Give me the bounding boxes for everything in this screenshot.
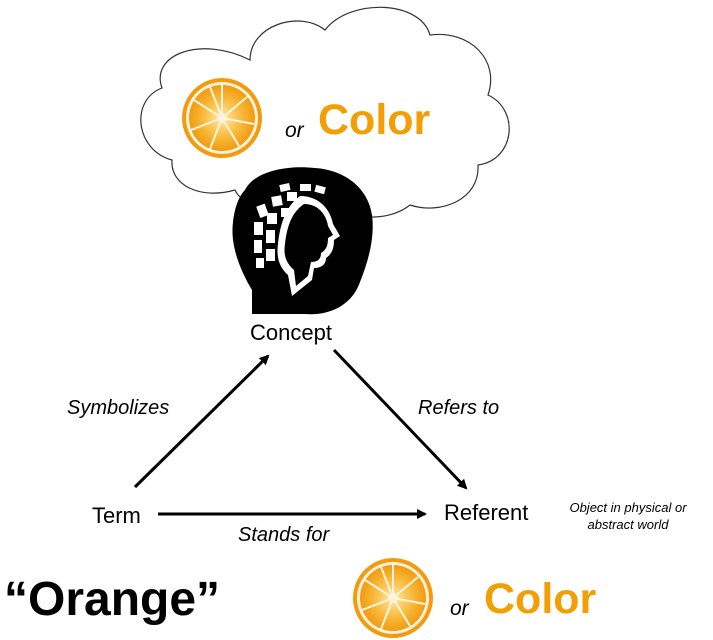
symbolizes-label: Symbolizes	[67, 397, 170, 419]
bottom-or-text: or	[450, 597, 469, 620]
cloud-color-word: Color	[318, 96, 431, 144]
referent-note: Object in physical or abstract world	[558, 499, 698, 533]
orange-slice-icon	[352, 557, 434, 639]
head-brain-icon	[232, 167, 373, 315]
referent-note-line-1: Object in physical or	[569, 500, 687, 515]
orange-slice-icon	[181, 77, 263, 159]
concept-node-label: Concept	[250, 320, 332, 345]
cloud-shape	[140, 6, 510, 218]
refers-to-label: Refers to	[418, 397, 500, 419]
arrow-refers-to	[332, 348, 468, 490]
arrow-symbolizes	[133, 354, 270, 489]
term-word-orange: “Orange”	[4, 573, 221, 626]
cloud-or-text: or	[285, 119, 304, 142]
stands-for-label: Stands for	[238, 524, 330, 546]
referent-note-line-2: abstract world	[587, 517, 669, 532]
referent-node-label: Referent	[444, 500, 529, 525]
term-node-label: Term	[92, 503, 141, 528]
bottom-color-word: Color	[484, 575, 597, 623]
